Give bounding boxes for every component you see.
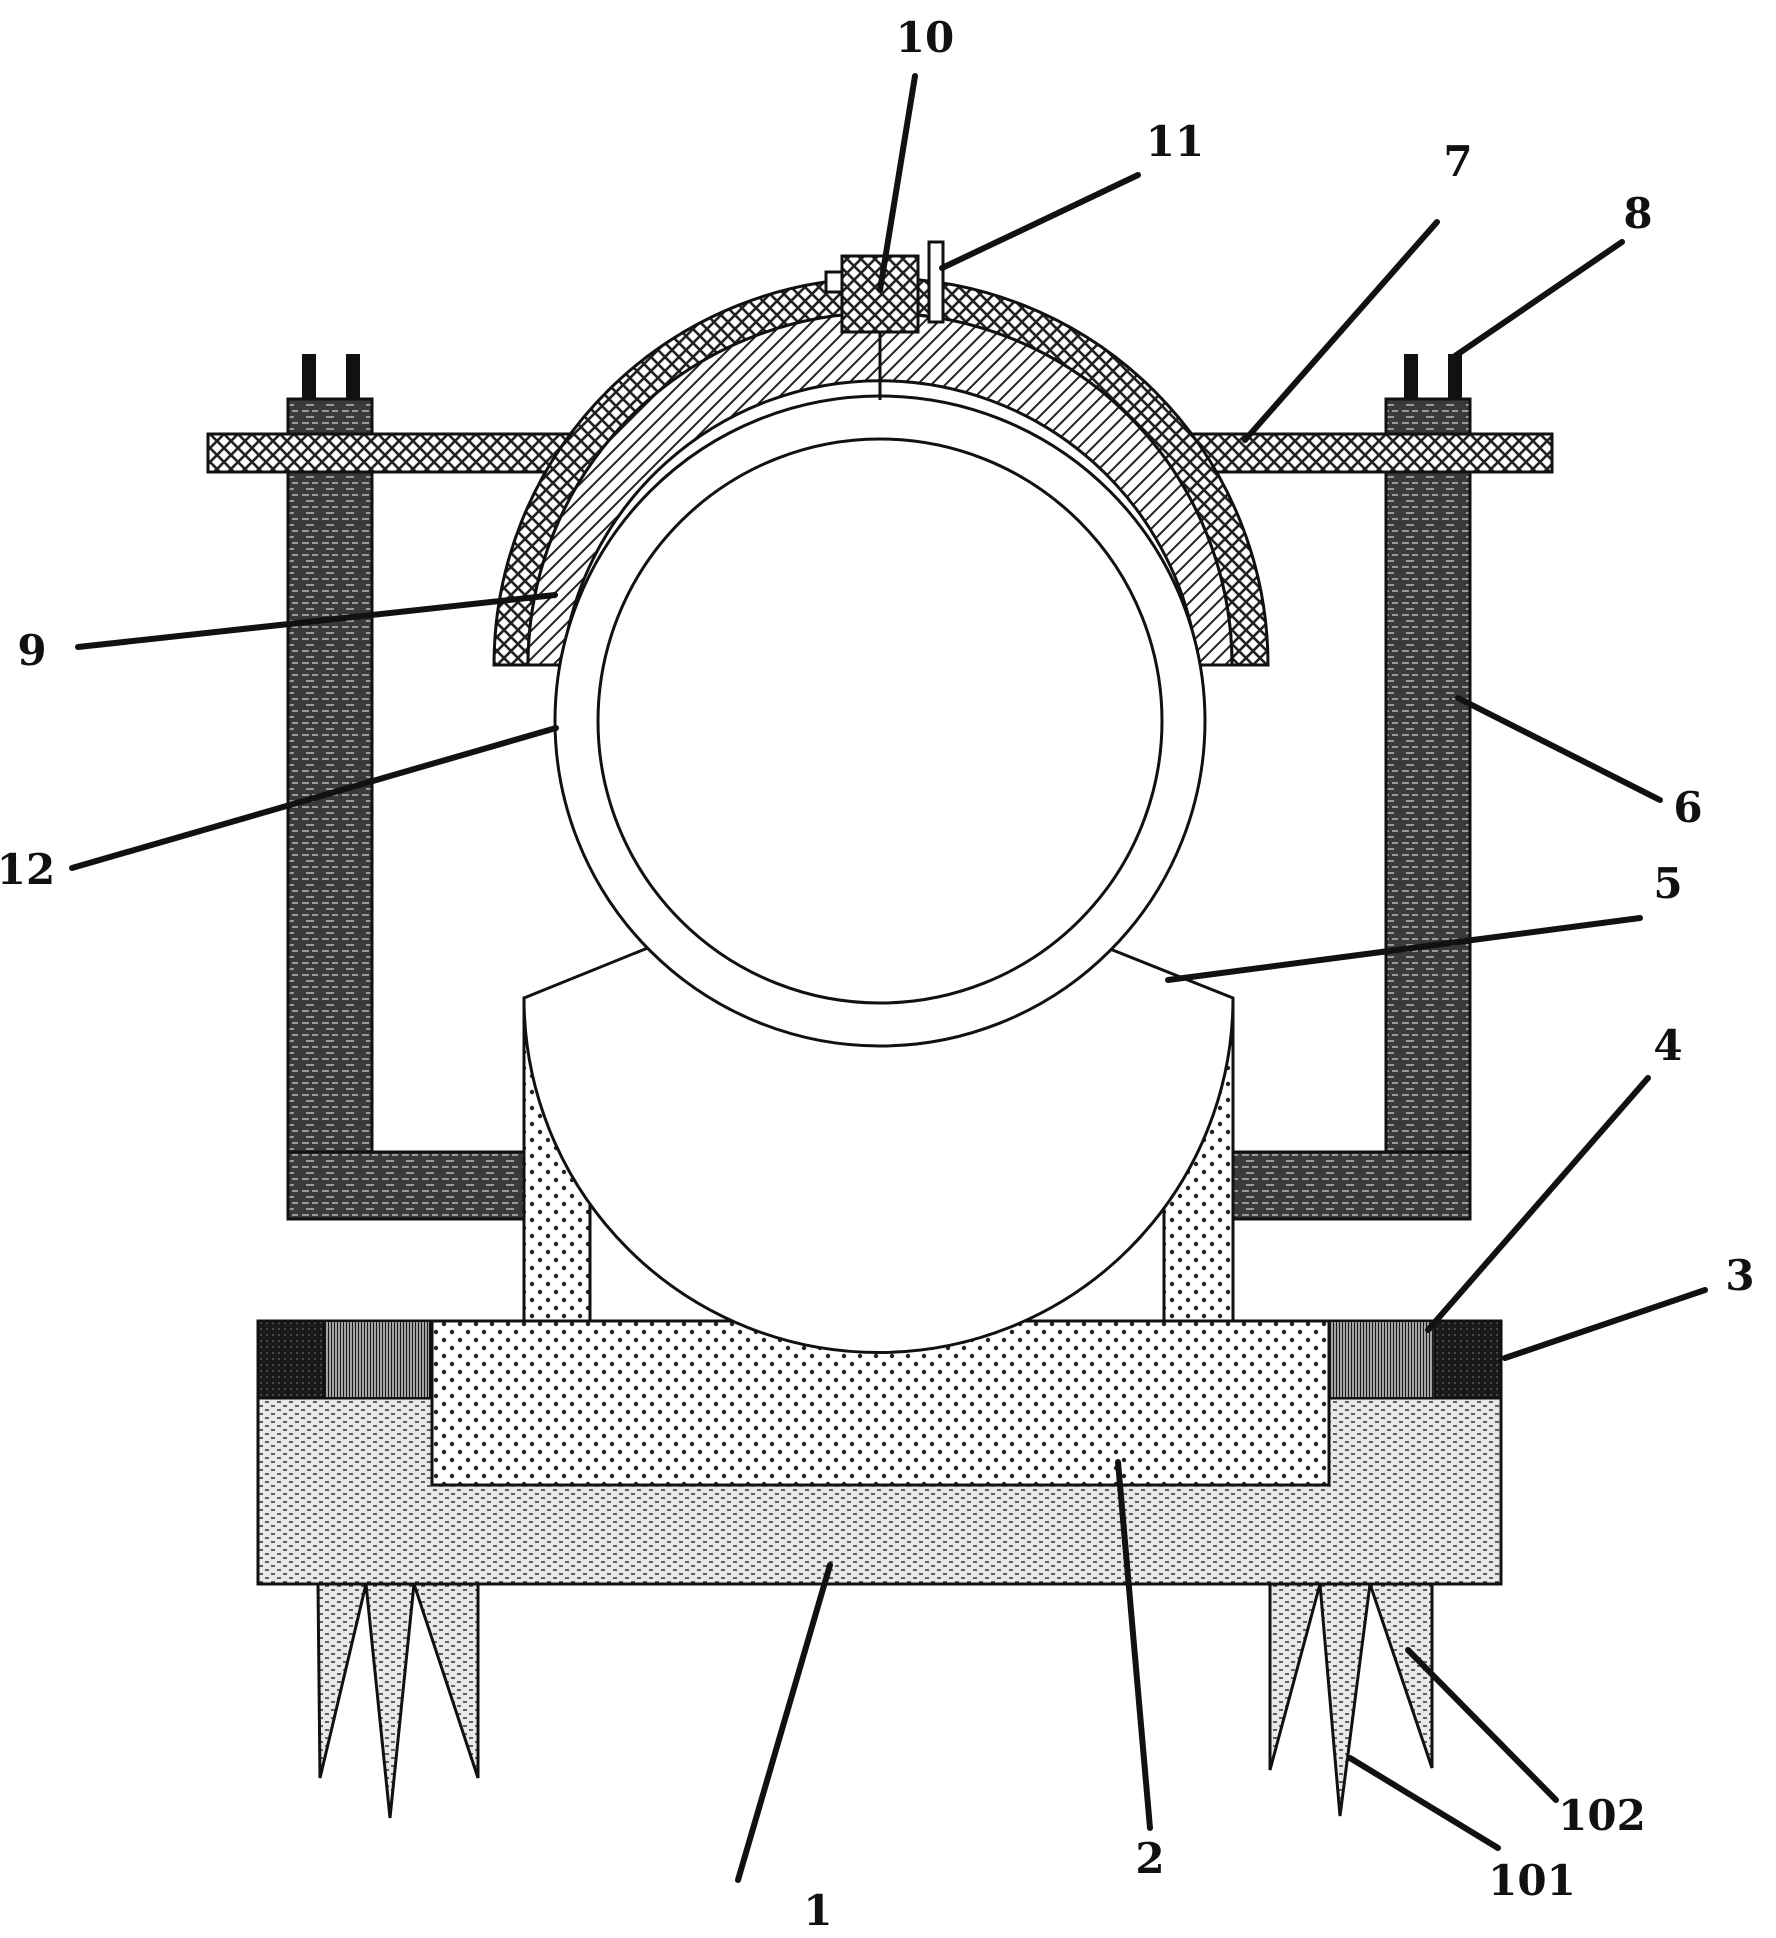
clamp-inner-liner [526, 311, 1234, 667]
terminal-left-2 [346, 354, 360, 399]
leader-8 [1452, 239, 1625, 359]
label-6: 6 [1673, 783, 1702, 832]
leader-lines [69, 73, 1708, 1883]
label-1: 1 [803, 1886, 832, 1935]
label-3: 3 [1725, 1251, 1754, 1300]
top-fitting-plate [927, 240, 945, 324]
crossbar [206, 432, 1554, 474]
spike-left-2 [364, 1582, 416, 1819]
crossbar-right [1158, 432, 1554, 474]
bristle-block-left-group [256, 1319, 431, 1400]
leader-9 [75, 592, 558, 650]
label-7: 7 [1443, 137, 1472, 186]
leader-12 [69, 725, 559, 871]
terminal-right-2 [1448, 354, 1462, 399]
bristle-strip-left [323, 1320, 431, 1399]
clamp-group [492, 276, 1270, 667]
top-fitting-group [824, 240, 945, 400]
pipe-group [553, 394, 1207, 1048]
terminal-left-1 [302, 354, 316, 399]
bristle-block-right-group [1328, 1319, 1503, 1400]
leader-102 [1405, 1647, 1559, 1803]
leader-3 [1502, 1287, 1708, 1361]
spike-right-2-101 [1318, 1582, 1372, 1817]
label-9: 9 [17, 626, 46, 675]
leader-11 [939, 172, 1141, 271]
dark-block-left [256, 1319, 326, 1400]
part-labels: 1 2 3 4 5 6 7 8 9 10 11 12 101 102 [0, 13, 1755, 1935]
label-102: 102 [1558, 1791, 1646, 1840]
leader-6 [1455, 695, 1663, 803]
label-8: 8 [1623, 189, 1652, 238]
frame-right-column [1384, 397, 1472, 1221]
brick-frame [286, 397, 1472, 1221]
terminal-right-1 [1404, 354, 1418, 399]
label-2: 2 [1135, 1834, 1164, 1883]
leader-5 [1165, 915, 1643, 983]
spike-left-1 [316, 1582, 368, 1779]
leader-10 [877, 73, 918, 293]
leader-101 [1347, 1755, 1501, 1851]
terminal-group [302, 354, 1462, 399]
leader-1 [735, 1562, 833, 1883]
leader-2 [1115, 1459, 1153, 1831]
left-spike-group [316, 1582, 480, 1819]
leader-4 [1425, 1075, 1651, 1333]
top-fitting-nub [824, 270, 844, 294]
label-101: 101 [1488, 1856, 1576, 1905]
spike-right-1 [1268, 1582, 1322, 1771]
frame-left-column [286, 397, 374, 1221]
top-fitting-block [840, 254, 920, 334]
dark-block-right [1433, 1319, 1503, 1400]
spike-left-3 [411, 1582, 480, 1779]
label-10: 10 [896, 13, 954, 62]
leader-7 [1242, 219, 1440, 443]
frame-right-foot [1231, 1150, 1472, 1221]
spike-right-3-102 [1367, 1582, 1434, 1769]
label-11: 11 [1146, 117, 1204, 166]
bristle-strip-right [1328, 1320, 1436, 1399]
right-spike-group [1268, 1582, 1434, 1817]
pipe-inner-bore [596, 437, 1164, 1005]
label-4: 4 [1653, 1021, 1682, 1070]
crossbar-left [206, 432, 598, 474]
label-12: 12 [0, 845, 55, 894]
frame-left-foot [286, 1150, 534, 1221]
label-5: 5 [1653, 859, 1682, 908]
